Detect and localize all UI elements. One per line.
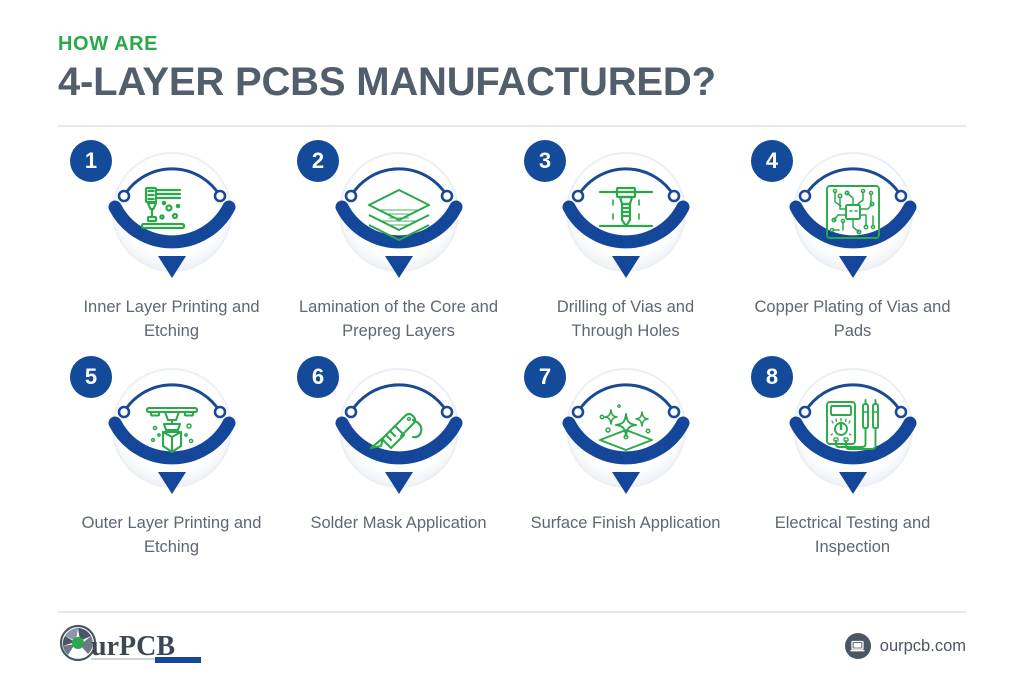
step-number-8: 8 (751, 355, 793, 398)
step-ring-7 (552, 360, 700, 504)
divider-top (58, 125, 966, 127)
step-label-3: Drilling of Vias and Through Holes (556, 298, 695, 340)
website-url: ourpcb.com (879, 636, 966, 655)
logo-wordmark: urPCB (91, 631, 175, 662)
step-item-4: 4 Copper Plating of Vias and Pads (739, 140, 966, 344)
page-title: 4-LAYER PCBS MANUFACTURED? (58, 60, 716, 104)
step-badge-7: 7 (512, 355, 739, 504)
step-label-2: Lamination of the Core and Prepreg Layer… (298, 298, 499, 340)
step-label-1: Inner Layer Printing and Etching (83, 298, 260, 340)
step-item-5: 5 Outer Layer Printing and Etching (58, 355, 285, 560)
step-item-1: 1 Inner Layer Printing and Etching (58, 140, 285, 344)
step-badge-4: 4 (739, 140, 966, 288)
header-eyebrow: HOW ARE (58, 33, 159, 55)
step-badge-3: 3 (512, 140, 739, 288)
step-number-3: 3 (524, 140, 566, 182)
step-item-6: 6 Solder Mask Application (285, 355, 512, 560)
step-item-7: 7 Surface Finish Application (512, 355, 739, 560)
step-number-2: 2 (297, 140, 339, 182)
step-label-5: Outer Layer Printing and Etching (81, 513, 262, 556)
step-ring-8 (779, 360, 927, 504)
sparkle-surface-icon (598, 403, 653, 451)
step-item-3: 3 Drilling of Vias and Through Holes (512, 140, 739, 344)
step-ring-6 (325, 360, 473, 504)
step-badge-8: 8 (739, 355, 966, 504)
step-label-7: Surface Finish Application (530, 513, 721, 532)
step-label-4: Copper Plating of Vias and Pads (754, 298, 951, 340)
circuit-chip-icon (825, 185, 880, 239)
step-item-2: 2 Lamination of the Core and Prepreg Lay… (285, 140, 512, 344)
step-number-6: 6 (297, 355, 339, 398)
inkjet-printer-icon (140, 186, 185, 230)
divider-bottom (58, 611, 966, 613)
ourpcb-logo[interactable]: urPCB (58, 624, 208, 666)
stacked-layers-icon (367, 189, 430, 241)
step-badge-2: 2 (285, 140, 512, 288)
step-number-7: 7 (524, 355, 566, 398)
step-ring-3 (552, 144, 700, 288)
step-ring-1 (98, 144, 246, 288)
step-label-6: Solder Mask Application (310, 513, 487, 532)
step-number-5: 5 (70, 355, 112, 398)
steps-grid: 1 Inner Layer Printing and Etching (58, 140, 966, 560)
step-ring-2 (325, 144, 473, 288)
page-footer: urPCB ourpcb.com (58, 624, 966, 668)
step-label-8: Electrical Testing and Inspection (774, 513, 931, 556)
step-ring-5 (98, 360, 246, 504)
step-badge-6: 6 (285, 355, 512, 504)
page-header: HOW ARE 4-LAYER PCBS MANUFACTURED? (58, 34, 968, 103)
step-badge-5: 5 (58, 355, 285, 504)
laptop-icon (844, 633, 871, 659)
step-number-1: 1 (70, 140, 112, 182)
logo-aperture-icon (59, 624, 97, 662)
step-ring-4 (779, 144, 927, 288)
step-badge-1: 1 (58, 140, 285, 288)
step-item-8: 8 Electrical Testing and Inspection (739, 355, 966, 560)
deposition-nozzle-icon (145, 406, 198, 453)
multimeter-icon (825, 398, 879, 450)
step-number-4: 4 (751, 140, 793, 182)
soldering-iron-icon (369, 412, 422, 449)
drill-bit-icon (598, 186, 653, 228)
website-badge[interactable]: ourpcb.com (844, 633, 966, 659)
